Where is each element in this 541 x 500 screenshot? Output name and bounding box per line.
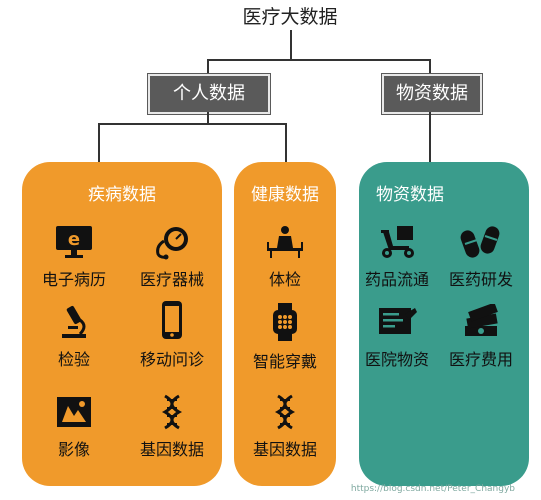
monitor-e-icon: e: [56, 226, 92, 258]
connector-line: [207, 112, 209, 124]
connector-line: [429, 112, 431, 163]
item-imaging: 影像: [26, 394, 122, 460]
item-label: 基因数据: [139, 440, 204, 459]
item-label: 检验: [57, 350, 90, 369]
item-mobile-consultation: 移动问诊: [124, 300, 220, 370]
connector-line: [285, 123, 287, 163]
microscope-icon: [62, 305, 86, 338]
dna-icon: [274, 394, 296, 430]
item-label: 体检: [268, 270, 301, 289]
dna-icon: [161, 394, 183, 430]
connector-line: [98, 123, 100, 163]
capsule-icon: [460, 226, 500, 258]
item-physical-exam: 体检: [237, 224, 333, 290]
svg-text:e: e: [68, 229, 80, 250]
panel-title: 物资数据: [376, 185, 444, 205]
connector-line: [207, 59, 209, 75]
item-smart-wearable: 智能穿戴: [237, 302, 333, 372]
personal-data-box: 个人数据: [147, 73, 271, 115]
item-drug-distribution: 药品流通: [349, 224, 445, 290]
item-label: 医药研发: [448, 270, 513, 289]
item-label: 医院物资: [364, 350, 429, 369]
item-label: 移动问诊: [139, 350, 204, 369]
blood-pressure-icon: [156, 227, 188, 260]
item-label: 电子病历: [41, 270, 106, 289]
item-pharma-rnd: 医药研发: [433, 224, 529, 290]
disease-data-panel: 疾病数据 e 电子病历 医疗器械 检验: [22, 162, 222, 486]
item-label: 医疗费用: [448, 350, 513, 369]
item-medical-expenses: 医疗费用: [433, 304, 529, 370]
certificate-icon: [379, 308, 417, 334]
item-label: 智能穿戴: [252, 352, 317, 371]
material-data-panel: 物资数据 药品流通 医药研发 医院物资: [359, 162, 529, 486]
panel-title: 健康数据: [251, 185, 319, 205]
item-medical-device: 医疗器械: [124, 224, 220, 290]
watermark: https://blog.csdn.net/Peter_Changyb: [350, 484, 515, 494]
item-gene-data: 基因数据: [237, 394, 333, 460]
connector-line: [98, 123, 287, 125]
item-electronic-medical-record: e 电子病历: [26, 224, 122, 290]
item-label: 医疗器械: [139, 270, 204, 289]
health-data-panel: 健康数据 体检 智能穿戴: [234, 162, 336, 486]
smartphone-icon: [162, 301, 182, 339]
item-gene-data: 基因数据: [124, 394, 220, 460]
connector-line: [207, 59, 431, 61]
root-title: 医疗大数据: [242, 6, 338, 28]
smartwatch-icon: [273, 303, 297, 341]
item-hospital-supplies: 医院物资: [349, 304, 445, 370]
delivery-scooter-icon: [381, 226, 414, 258]
money-stack-icon: [465, 304, 498, 336]
exam-bed-icon: [267, 226, 303, 258]
connector-line: [290, 30, 292, 60]
material-data-box: 物资数据: [381, 73, 483, 115]
panel-title: 疾病数据: [88, 185, 156, 205]
item-label: 影像: [57, 440, 90, 459]
connector-line: [429, 59, 431, 75]
item-lab-test: 检验: [26, 304, 122, 370]
item-label: 药品流通: [364, 270, 429, 289]
item-label: 基因数据: [252, 440, 317, 459]
xray-image-icon: [57, 397, 91, 427]
